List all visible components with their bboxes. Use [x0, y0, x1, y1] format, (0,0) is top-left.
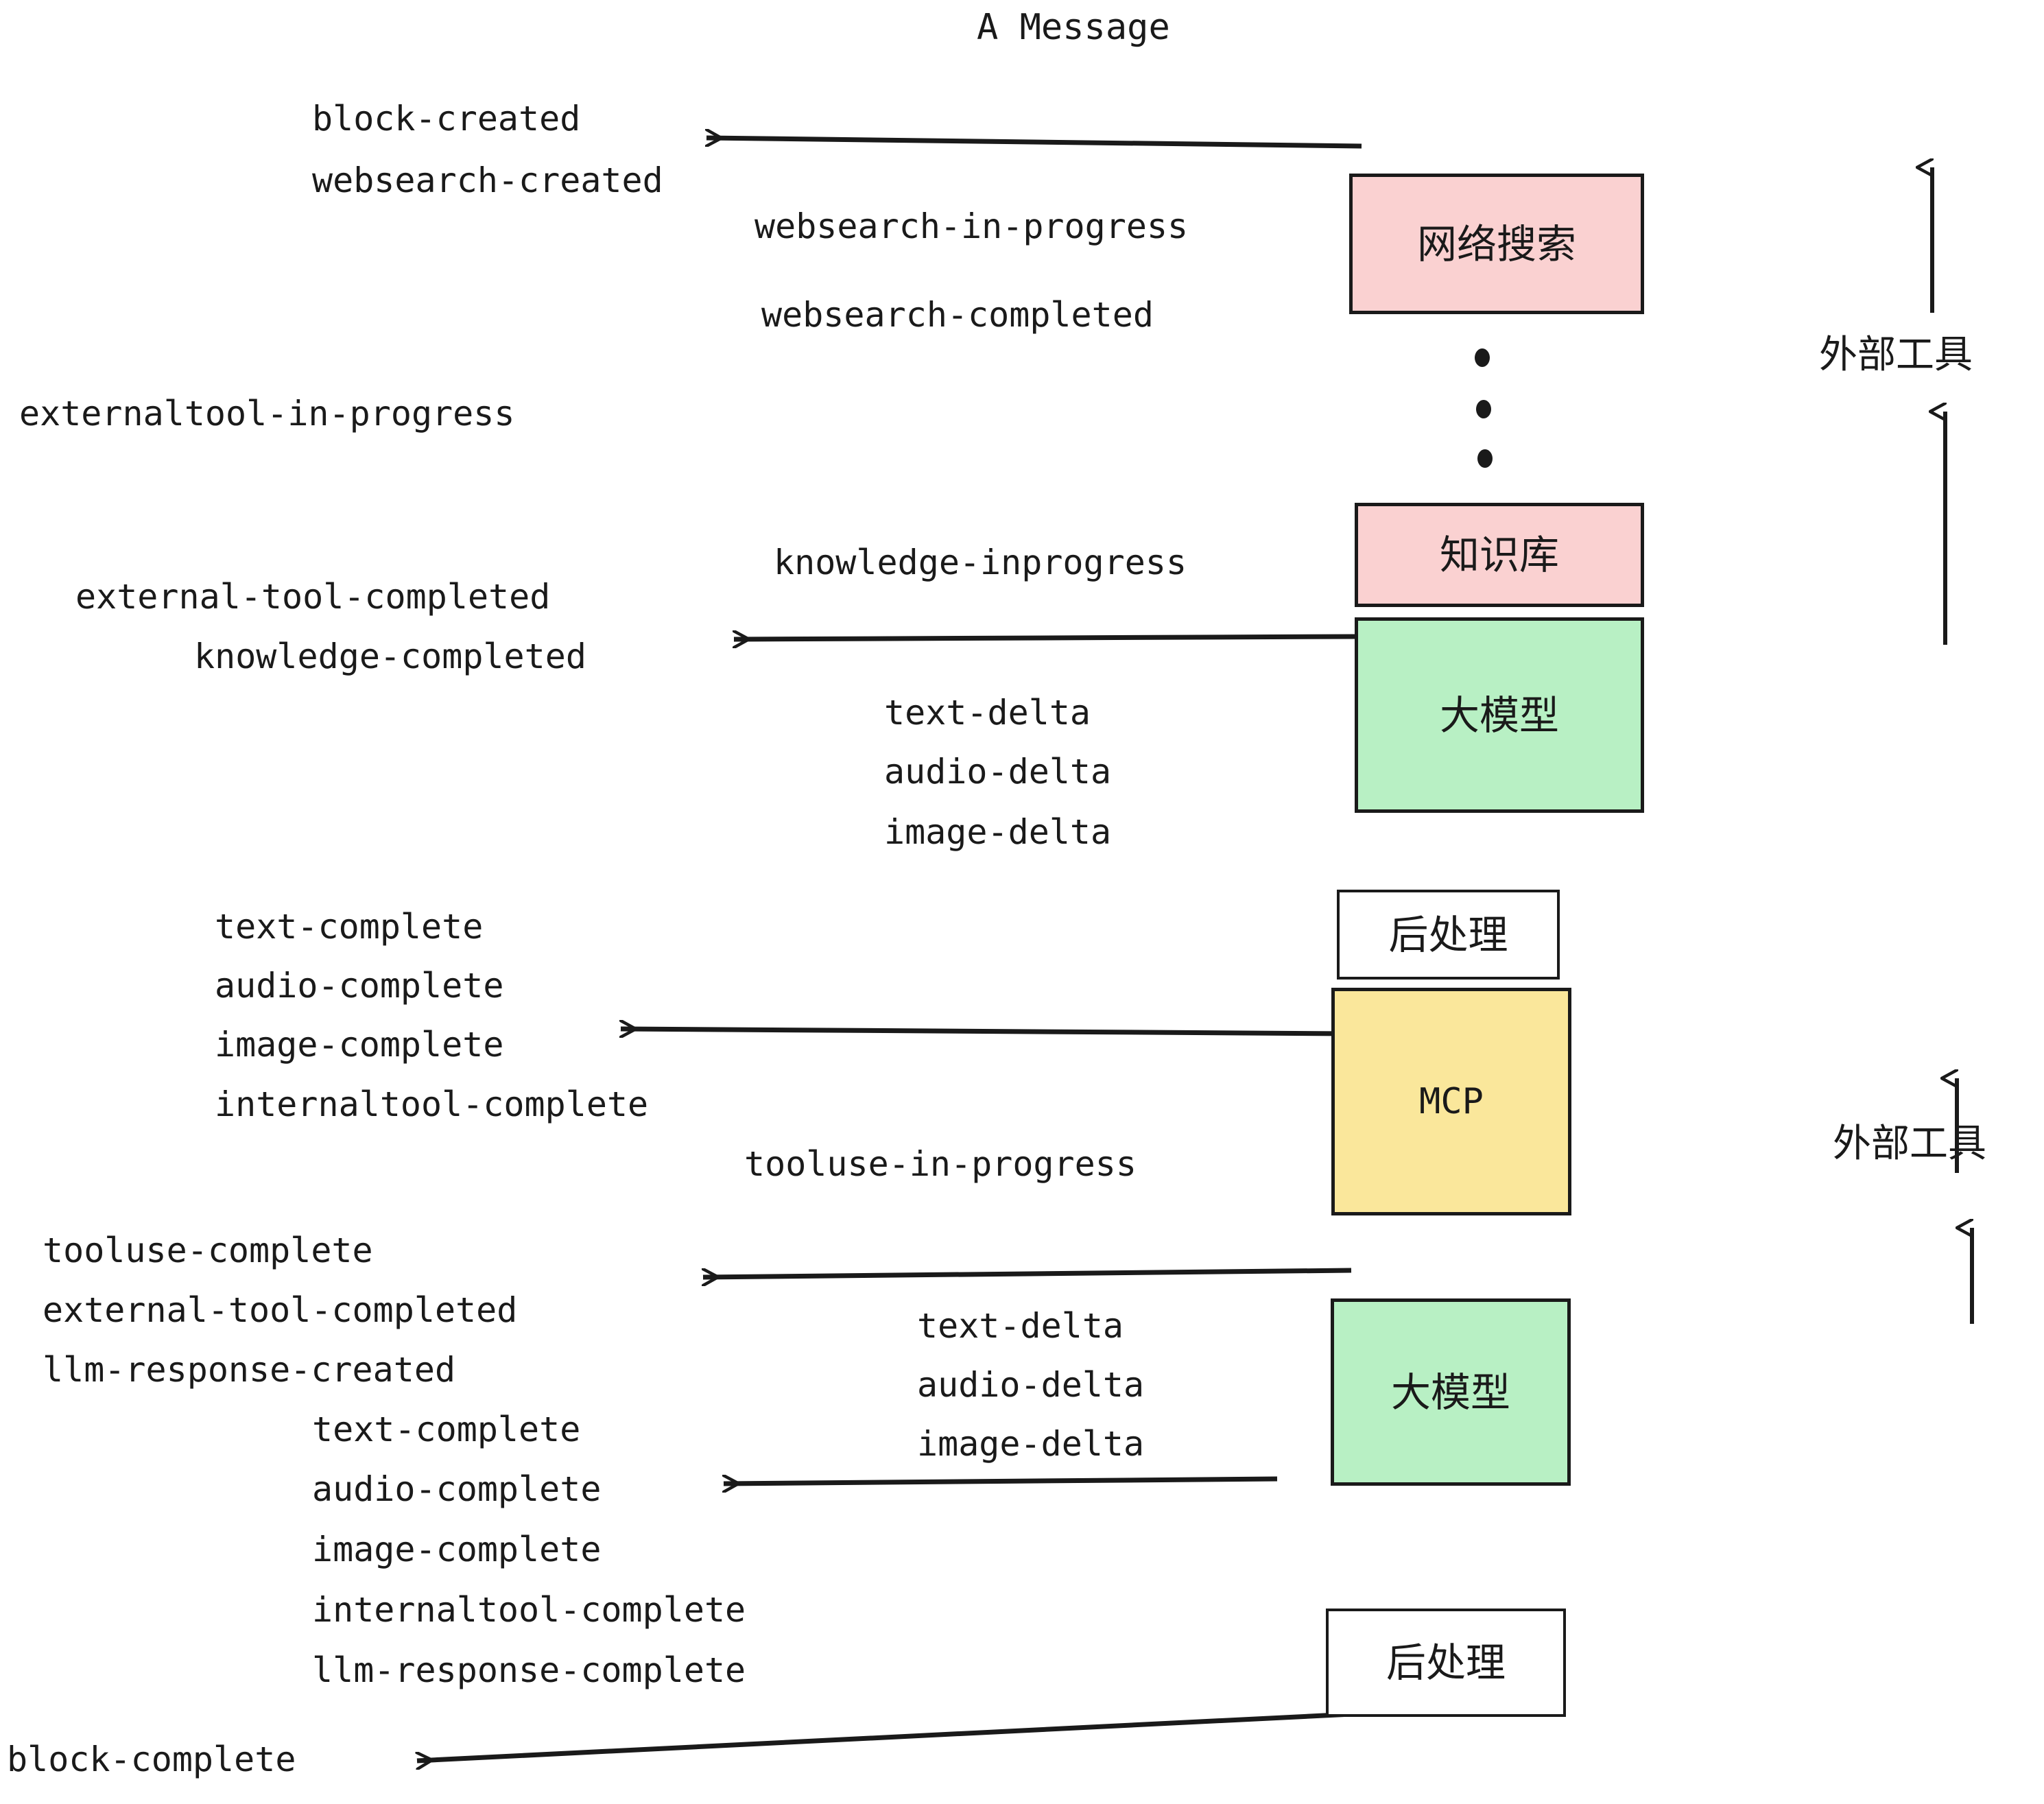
event-block-created: block-created — [312, 99, 581, 139]
event-text-complete-1: text-complete — [215, 907, 484, 947]
event-websearch-completed: websearch-completed — [761, 295, 1154, 335]
event-image-complete-1: image-complete — [215, 1025, 504, 1065]
box-llm-1-label: 大模型 — [1439, 691, 1559, 739]
ellipsis-dot-1 — [1475, 348, 1490, 367]
event-audio-complete-2: audio-complete — [312, 1469, 602, 1509]
event-block-complete: block-complete — [7, 1740, 296, 1779]
event-audio-delta-2: audio-delta — [917, 1365, 1145, 1405]
page-title: A Message — [977, 7, 1170, 48]
arrow-postproc2-to-block-complete — [417, 1711, 1352, 1761]
arrow-websearch-to-created — [706, 138, 1362, 149]
box-llm-2-label: 大模型 — [1390, 1368, 1510, 1416]
side-label-external-tool-bottom: 外部工具 — [1833, 1121, 1986, 1166]
event-text-complete-2: text-complete — [312, 1410, 581, 1449]
box-postprocess-1-label: 后处理 — [1388, 911, 1508, 958]
event-llm-response-complete: llm-response-complete — [312, 1650, 746, 1690]
event-externaltool-in-progress: externaltool-in-progress — [19, 394, 515, 434]
box-websearch[interactable]: 网络搜索 — [1349, 174, 1644, 314]
event-image-delta-1: image-delta — [884, 812, 1112, 852]
event-image-complete-2: image-complete — [312, 1530, 602, 1569]
arrow-llm2-to-audio-complete — [724, 1479, 1278, 1484]
box-postprocess-1[interactable]: 后处理 — [1337, 890, 1560, 980]
side-label-external-tool-top: 外部工具 — [1819, 333, 1973, 377]
box-postprocess-2-label: 后处理 — [1386, 1639, 1506, 1686]
event-tooluse-complete: tooluse-complete — [43, 1231, 373, 1270]
box-llm-1[interactable]: 大模型 — [1355, 617, 1644, 813]
event-llm-response-created: llm-response-created — [43, 1350, 456, 1390]
event-internaltool-complete-2: internaltool-complete — [312, 1590, 746, 1630]
event-tooluse-in-progress: tooluse-in-progress — [744, 1144, 1137, 1184]
ellipsis-dot-3 — [1477, 449, 1493, 468]
arrow-mcp-to-tooluse-complete — [703, 1268, 1352, 1277]
event-external-tool-completed-1: external-tool-completed — [75, 577, 551, 617]
box-knowledge[interactable]: 知识库 — [1355, 503, 1644, 607]
event-knowledge-completed: knowledge-completed — [194, 637, 586, 676]
event-text-delta-1: text-delta — [884, 693, 1091, 733]
event-audio-complete-1: audio-complete — [215, 966, 504, 1006]
event-internaltool-complete-1: internaltool-complete — [215, 1084, 649, 1124]
box-websearch-label: 网络搜索 — [1416, 220, 1576, 268]
event-websearch-created: websearch-created — [312, 161, 663, 200]
event-audio-delta-1: audio-delta — [884, 752, 1112, 792]
event-websearch-in-progress: websearch-in-progress — [754, 206, 1189, 246]
event-knowledge-inprogress: knowledge-inprogress — [774, 543, 1187, 582]
event-external-tool-completed-2: external-tool-completed — [43, 1290, 518, 1330]
arrow-postproc1-to-image-complete — [621, 1029, 1352, 1034]
ellipsis-dot-2 — [1476, 400, 1491, 418]
event-image-delta-2: image-delta — [917, 1424, 1145, 1464]
arrow-knowledge-to-completed — [734, 637, 1355, 639]
box-knowledge-label: 知识库 — [1439, 532, 1559, 578]
box-mcp[interactable]: MCP — [1331, 988, 1571, 1215]
event-text-delta-2: text-delta — [917, 1306, 1124, 1346]
box-llm-2[interactable]: 大模型 — [1331, 1298, 1571, 1486]
box-mcp-label: MCP — [1419, 1081, 1484, 1122]
box-postprocess-2[interactable]: 后处理 — [1326, 1609, 1566, 1717]
